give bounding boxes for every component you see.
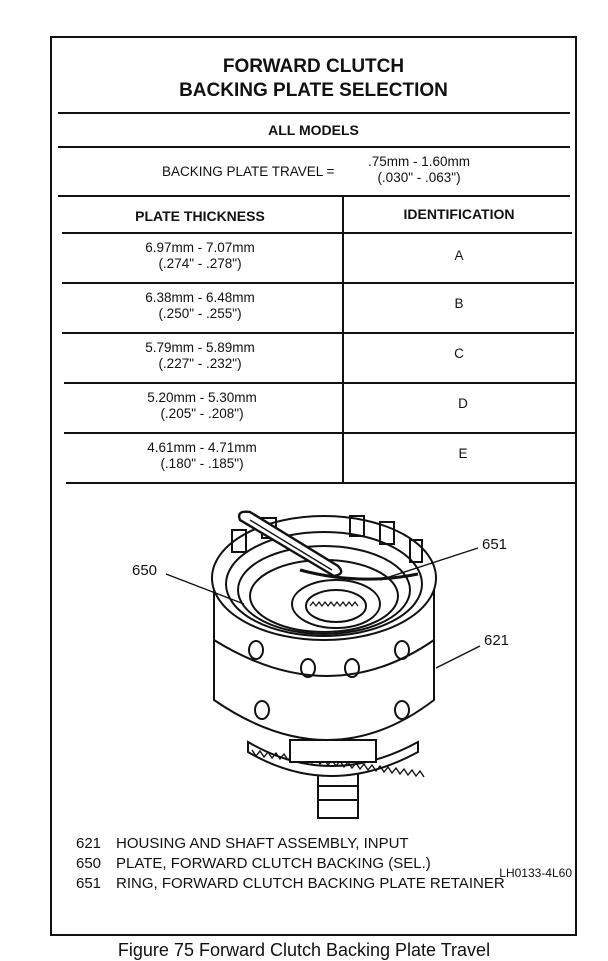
- row-d-metric: 5.20mm - 5.30mm: [147, 390, 257, 405]
- row-d-inch: (.205" - .208"): [160, 406, 244, 421]
- callout-650: 650: [132, 562, 158, 579]
- input-shaft: [317, 769, 359, 819]
- rule-under-models: [58, 146, 570, 148]
- clutch-assembly-illustration: [165, 510, 481, 819]
- row-e-thickness: 4.61mm - 4.71mm (.180" - .185"): [62, 440, 342, 472]
- header-plate-thickness: PLATE THICKNESS: [135, 208, 265, 224]
- callout-621: 621: [484, 632, 510, 649]
- row-d-thickness: 5.20mm - 5.30mm (.205" - .208"): [62, 390, 342, 422]
- figure-caption: Figure 75 Forward Clutch Backing Plate T…: [117, 940, 491, 960]
- row-c-metric: 5.79mm - 5.89mm: [145, 340, 255, 355]
- row-b-thickness: 6.38mm - 6.48mm (.250" - .255"): [60, 290, 340, 322]
- rule-row-d: [64, 432, 576, 434]
- rule-row-b: [62, 332, 574, 334]
- row-e-metric: 4.61mm - 4.71mm: [147, 440, 257, 455]
- row-d-id: D: [458, 396, 468, 411]
- title-line-1: FORWARD CLUTCH: [222, 56, 405, 77]
- row-c-thickness: 5.79mm - 5.89mm (.227" - .232"): [60, 340, 340, 372]
- row-b-id: B: [454, 296, 464, 311]
- travel-value: .75mm - 1.60mm (.030" - .063"): [364, 154, 474, 186]
- row-a-inch: (.274" - .278"): [158, 256, 242, 271]
- row-e-id: E: [458, 446, 468, 461]
- column-divider: [342, 196, 344, 483]
- travel-metric: .75mm - 1.60mm: [367, 154, 471, 169]
- row-a-thickness: 6.97mm - 7.07mm (.274" - .278"): [60, 240, 340, 272]
- splined-hub: [305, 589, 367, 623]
- row-e-inch: (.180" - .185"): [160, 456, 244, 471]
- rule-row-e: [66, 482, 576, 484]
- travel-label: BACKING PLATE TRAVEL =: [162, 164, 335, 179]
- rule-row-a: [62, 282, 574, 284]
- drawing-code: LH0133-4L60: [499, 866, 572, 880]
- rule-under-title: [58, 112, 570, 114]
- gear-ring: [247, 740, 419, 777]
- row-c-id: C: [454, 346, 464, 361]
- rule-under-header: [62, 232, 572, 234]
- backing-plate: [237, 545, 411, 635]
- figure-frame: FORWARD CLUTCH BACKING PLATE SELECTION A…: [50, 36, 577, 936]
- header-identification: IDENTIFICATION: [403, 206, 515, 222]
- rule-row-c: [64, 382, 576, 384]
- row-c-inch: (.227" - .232"): [158, 356, 242, 371]
- row-b-metric: 6.38mm - 6.48mm: [145, 290, 255, 305]
- row-b-inch: (.250" - .255"): [158, 306, 242, 321]
- title-line-2: BACKING PLATE SELECTION: [179, 80, 448, 101]
- row-a-id: A: [454, 248, 464, 263]
- travel-inch: (.030" - .063"): [377, 170, 461, 185]
- callout-651: 651: [482, 536, 508, 553]
- rule-under-travel: [58, 195, 570, 197]
- models-label: ALL MODELS: [268, 122, 359, 138]
- row-a-metric: 6.97mm - 7.07mm: [145, 240, 255, 255]
- retaining-ring: [299, 568, 419, 581]
